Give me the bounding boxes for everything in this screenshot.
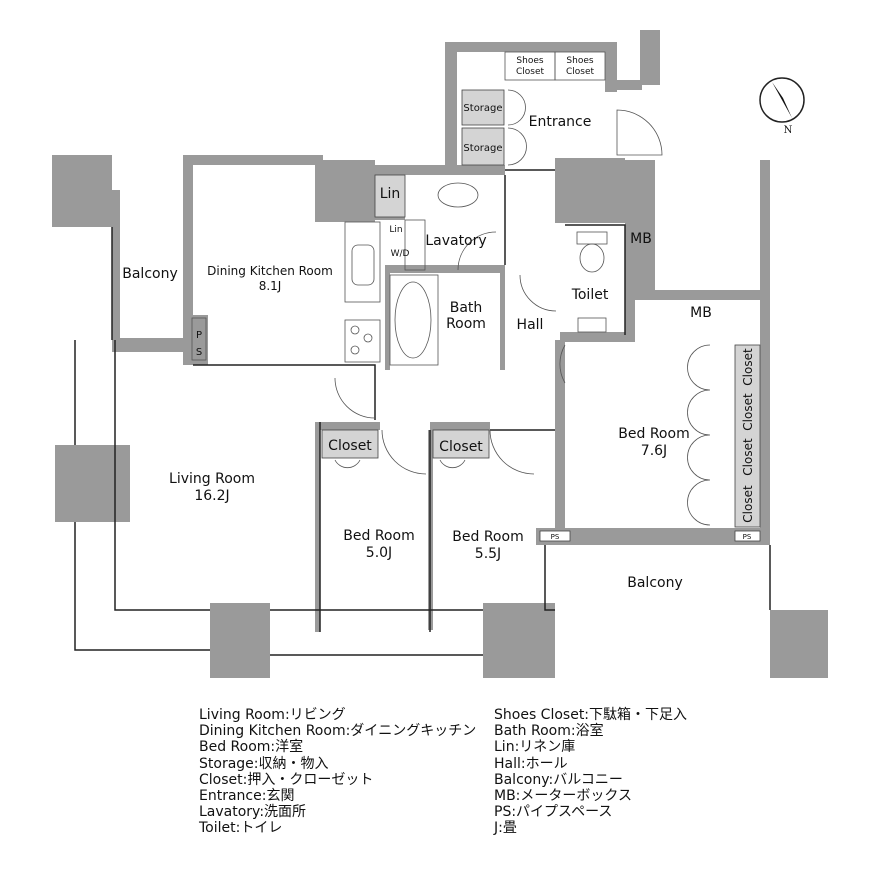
shoes-closet-label: Closet — [566, 67, 595, 77]
closet-box — [321, 429, 379, 459]
lin-box — [374, 174, 406, 218]
legend-item: Entrance:玄関 — [199, 788, 295, 805]
floor-plan: Shoes Closet Shoes Closet Storage Storag… — [52, 30, 828, 678]
bed-room-label: Bed Room — [618, 426, 689, 442]
bath-label: Bath — [450, 300, 483, 316]
toilet-label: Toilet — [571, 287, 609, 303]
legend-item: J:畳 — [494, 820, 517, 837]
legend-item: Hall:ホール — [494, 755, 568, 772]
legend-item: Lavatory:洗面所 — [199, 804, 307, 821]
legend-item: PS:パイプスペース — [494, 804, 613, 821]
bed-room-size: 5.0J — [366, 545, 392, 561]
mb-label: MB — [630, 231, 652, 247]
storage-box — [461, 89, 505, 126]
legend-item: Balcony:バルコニー — [494, 771, 623, 788]
closet-label: Closet — [741, 485, 755, 523]
bed-room-size: 7.6J — [641, 443, 667, 459]
legend-item: Lin:リネン庫 — [494, 739, 576, 756]
bed-room-size: 5.5J — [475, 546, 501, 562]
ps-label: PS — [743, 533, 752, 541]
balcony-label: Balcony — [627, 575, 683, 591]
closet-box — [432, 429, 490, 459]
outlines — [74, 89, 771, 656]
closet-label: Closet — [741, 438, 755, 476]
legend-item: Bath Room:浴室 — [494, 723, 604, 740]
shoes-closet-label: Closet — [516, 67, 545, 77]
closet-label: Closet — [741, 393, 755, 431]
dining-kitchen-size: 8.1J — [259, 279, 282, 293]
hall-label: Hall — [517, 317, 544, 333]
legend-left: Living Room:リビング Dining Kitchen Room:ダイニ… — [199, 707, 476, 837]
north-arrow-icon — [772, 82, 792, 118]
legend-item: Toilet:トイレ — [199, 820, 283, 837]
closet-column — [734, 344, 761, 528]
legend-item: Shoes Closet:下駄箱・下足入 — [494, 707, 688, 723]
wd-label: W/D — [391, 249, 410, 259]
walls — [52, 30, 828, 678]
living-label: Living Room — [169, 471, 255, 487]
ps-label: P — [196, 330, 202, 341]
legend-item: MB:メーターボックス — [494, 788, 632, 805]
closet-label: Closet — [439, 439, 483, 455]
living-size: 16.2J — [194, 488, 229, 504]
fixtures — [344, 182, 608, 366]
legend-item: Dining Kitchen Room:ダイニングキッチン — [199, 723, 477, 740]
closet-label: Closet — [741, 348, 755, 386]
lin-label: Lin — [380, 186, 401, 202]
legend-item: Bed Room:洋室 — [199, 739, 304, 756]
bath-label: Room — [446, 316, 486, 332]
lavatory-label: Lavatory — [425, 233, 486, 249]
lin-label: Lin — [389, 225, 402, 235]
shoes-closet-label: Shoes — [516, 56, 543, 66]
storage-label: Storage — [463, 103, 502, 114]
legend-item: Storage:収納・物入 — [199, 755, 329, 772]
bed-room-label: Bed Room — [343, 528, 414, 544]
legend-right: Shoes Closet:下駄箱・下足入 Bath Room:浴室 Lin:リネ… — [494, 707, 687, 837]
storage-box — [461, 127, 505, 166]
legend-item: Living Room:リビング — [199, 707, 346, 723]
ps-label: S — [196, 347, 202, 358]
north-label: N — [784, 125, 793, 136]
shoes-closet-label: Shoes — [566, 56, 593, 66]
north-compass: N — [759, 77, 805, 136]
ps-label: PS — [551, 533, 560, 541]
storage-label: Storage — [463, 143, 502, 154]
mb-label: MB — [690, 305, 712, 321]
closet-label: Closet — [328, 438, 372, 454]
legend-item: Closet:押入・クローゼット — [199, 771, 374, 788]
dining-kitchen-label: Dining Kitchen Room — [207, 264, 333, 278]
closets-right: Closet Closet Closet Closet — [741, 348, 755, 523]
entrance-label: Entrance — [529, 114, 592, 130]
balcony-label: Balcony — [122, 266, 178, 282]
bed-room-label: Bed Room — [452, 529, 523, 545]
